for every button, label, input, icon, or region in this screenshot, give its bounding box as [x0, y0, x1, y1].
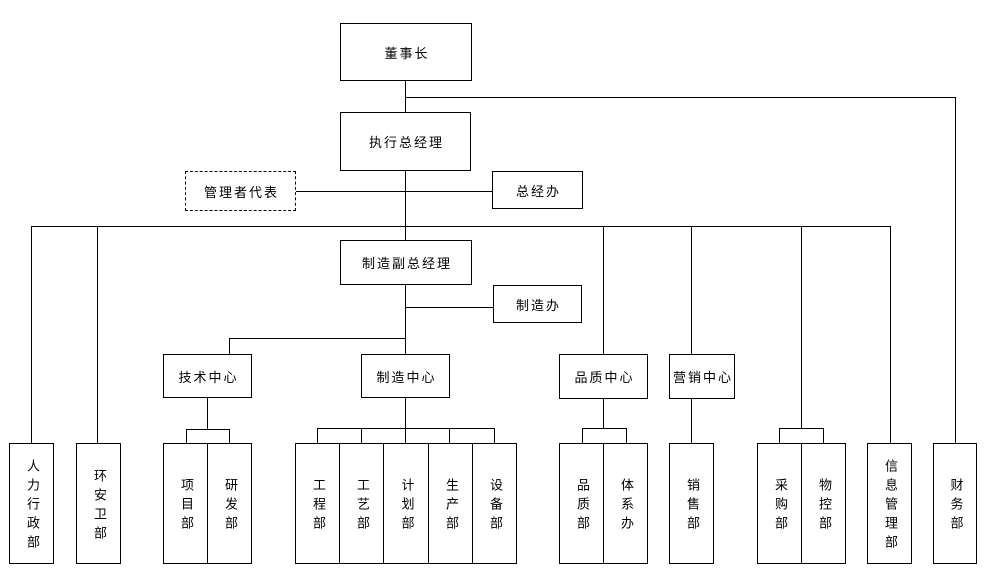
node-mfg-office: 制造办	[493, 285, 582, 323]
connector-mfg-center-out	[405, 397, 406, 443]
node-craft: 工艺部	[339, 443, 384, 564]
node-info-mgmt-label: 信息管理部	[882, 459, 897, 554]
connector-mgmtrep-gmoffice	[296, 191, 492, 192]
bracket-purchase-stub-material	[823, 428, 824, 443]
node-production: 生产部	[428, 443, 473, 564]
node-ehs-label: 环安卫部	[91, 468, 106, 545]
node-equipment-label: 设备部	[487, 478, 502, 535]
node-system-office-label: 体系办	[618, 478, 633, 535]
connector-main-rail	[31, 226, 891, 227]
connector-finance-drop	[955, 97, 956, 443]
bracket-mfg-group	[317, 428, 495, 429]
connector-tech-center-branch	[229, 338, 406, 339]
connector-tech-center-out	[207, 397, 208, 429]
node-hr-admin: 人力行政部	[9, 443, 54, 564]
node-rnd-label: 研发部	[222, 478, 237, 535]
connector-ehs-drop	[97, 226, 98, 443]
connector-mfg-vgm-down	[405, 285, 406, 354]
connector-to-exec-gm	[405, 97, 406, 112]
node-purchasing-label: 采购部	[772, 478, 787, 535]
node-engineering: 工程部	[295, 443, 340, 564]
bracket-tech-stub-rnd	[229, 429, 230, 443]
node-project-label: 项目部	[178, 478, 193, 535]
node-rnd: 研发部	[207, 443, 252, 564]
node-exec-gm: 执行总经理	[340, 112, 471, 171]
node-equipment: 设备部	[472, 443, 517, 564]
node-tech-center: 技术中心	[163, 354, 252, 398]
bracket-quality-stub-dept	[582, 428, 583, 443]
connector-chairman-drop	[405, 81, 406, 97]
connector-marketing-center-drop	[691, 226, 692, 354]
connector-mfg-office-branch	[405, 307, 493, 308]
node-finance: 财务部	[933, 443, 977, 564]
bracket-purchase-stub-purchasing	[779, 428, 780, 443]
bracket-mfg-stub-engineering	[317, 428, 318, 443]
bracket-tech-group	[186, 429, 230, 430]
node-sales-label: 销售部	[684, 478, 699, 535]
node-info-mgmt: 信息管理部	[867, 443, 912, 564]
node-material-control: 物控部	[801, 443, 846, 564]
node-chairman: 董事长	[340, 23, 472, 81]
bracket-quality-stub-system	[626, 428, 627, 443]
connector-info-mgmt-drop	[890, 226, 891, 443]
bracket-mfg-stub-craft	[361, 428, 362, 443]
bracket-mfg-stub-production	[449, 428, 450, 443]
node-quality-center: 品质中心	[559, 354, 648, 399]
node-hr-admin-label: 人力行政部	[24, 459, 39, 554]
connector-chairman-branch	[405, 97, 956, 98]
node-mfg-center: 制造中心	[361, 354, 450, 398]
connector-hr-admin-drop	[31, 226, 32, 443]
node-engineering-label: 工程部	[310, 478, 325, 535]
node-system-office: 体系办	[603, 443, 648, 564]
connector-tech-center-in	[229, 338, 230, 354]
node-quality-dept-label: 品质部	[574, 478, 589, 535]
node-project: 项目部	[163, 443, 208, 564]
node-sales: 销售部	[669, 443, 714, 564]
connector-purchase-group-drop	[801, 226, 802, 428]
node-mfg-vgm: 制造副总经理	[340, 240, 472, 285]
node-finance-label: 财务部	[947, 478, 963, 535]
connector-sales-drop	[691, 399, 692, 443]
connector-quality-center-drop	[603, 226, 604, 354]
connector-quality-center-out	[603, 399, 604, 428]
node-quality-dept: 品质部	[559, 443, 604, 564]
node-mgmt-rep: 管理者代表	[185, 171, 296, 211]
node-material-control-label: 物控部	[816, 478, 831, 535]
node-ehs: 环安卫部	[76, 443, 121, 564]
node-gm-office: 总经办	[492, 171, 583, 209]
node-planning: 计划部	[383, 443, 429, 564]
node-marketing-center: 营销中心	[669, 354, 735, 399]
node-craft-label: 工艺部	[354, 478, 369, 535]
bracket-purchase-group	[779, 428, 824, 429]
node-planning-label: 计划部	[398, 478, 414, 535]
connector-exec-gm-down	[405, 171, 406, 240]
node-purchasing: 采购部	[757, 443, 802, 564]
bracket-tech-stub-project	[186, 429, 187, 443]
bracket-mfg-stub-equipment	[494, 428, 495, 443]
node-production-label: 生产部	[443, 478, 458, 535]
bracket-quality-group	[582, 428, 627, 429]
